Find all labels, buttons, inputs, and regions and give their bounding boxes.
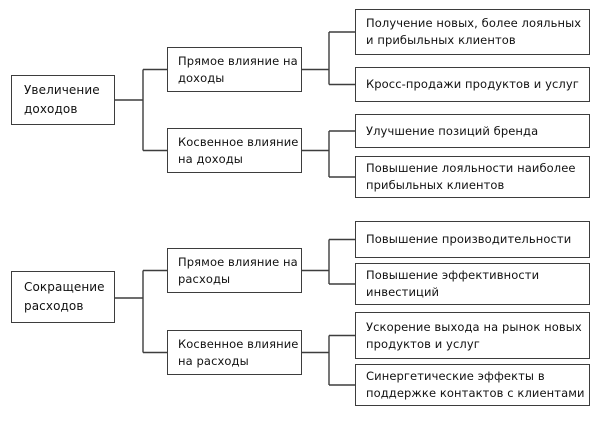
leaf-brand-position: Улучшение позиций бренда xyxy=(355,114,590,148)
leaf-client-loyalty: Повышение лояльности наиболее прибыльных… xyxy=(355,156,590,198)
leaf-investment-efficiency: Повышение эффективности инвестиций xyxy=(355,263,590,305)
leaf-new-loyal-clients: Получение новых, более лояльных и прибыл… xyxy=(355,9,590,55)
connector-indirect-cost-to-leaves xyxy=(302,334,355,386)
leaf-time-to-market: Ускорение выхода на рынок новых продукто… xyxy=(355,312,590,359)
node-increase-income: Увеличение доходов xyxy=(11,75,115,125)
leaf-productivity: Повышение производительности xyxy=(355,221,590,258)
node-indirect-income-impact: Косвенное влияние на доходы xyxy=(167,128,302,173)
node-indirect-cost-impact: Косвенное влияние на расходы xyxy=(167,330,302,375)
connector-direct-cost-to-leaves xyxy=(302,238,355,285)
node-direct-income-impact: Прямое влияние на доходы xyxy=(167,47,302,92)
connector-direct-income-to-leaves xyxy=(302,31,355,86)
connector-increase-income-to-children xyxy=(115,68,167,152)
leaf-synergy-effects: Синергетические эффекты в поддержке конт… xyxy=(355,364,590,406)
node-direct-cost-impact: Прямое влияние на расходы xyxy=(167,248,302,293)
connector-cost-reduction-to-children xyxy=(115,269,167,354)
connector-indirect-income-to-leaves xyxy=(302,130,355,178)
node-cost-reduction: Сокращение расходов xyxy=(11,271,115,323)
leaf-cross-sales: Кросс-продажи продуктов и услуг xyxy=(355,67,590,102)
